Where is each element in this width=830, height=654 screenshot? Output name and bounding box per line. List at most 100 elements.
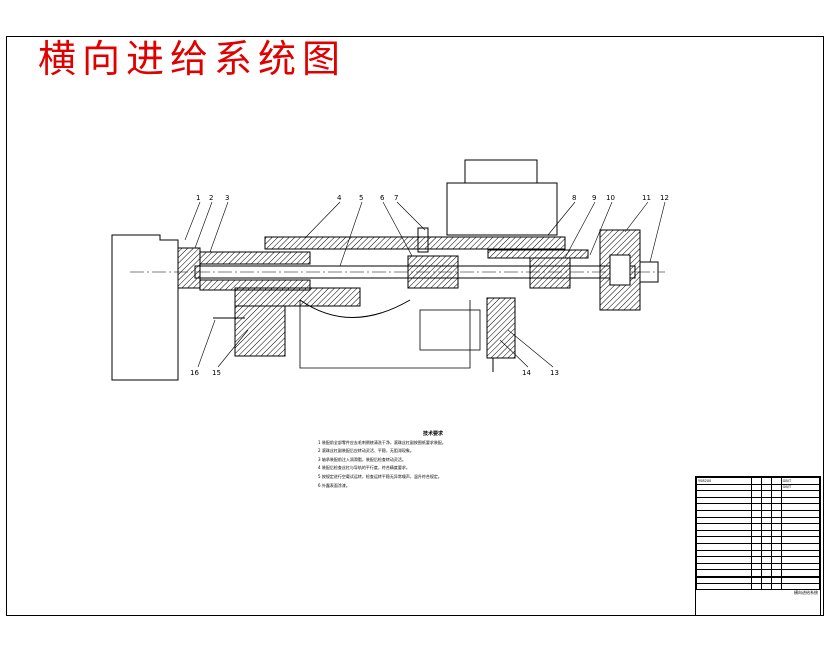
part-number: 2 xyxy=(209,194,213,202)
part-number: 9 xyxy=(592,194,596,202)
parts-list-cell xyxy=(770,529,782,538)
parts-list-cell xyxy=(750,523,762,531)
parts-list-row xyxy=(696,503,820,511)
parts-list-cell xyxy=(750,556,762,564)
parts-list-cell xyxy=(760,496,772,505)
leader-lines xyxy=(184,201,666,368)
parts-list-cell xyxy=(770,556,782,564)
parts-list-cell xyxy=(750,542,762,551)
parts-list-cell xyxy=(750,477,762,485)
parts-list-row xyxy=(696,582,820,591)
parts-list-cell xyxy=(770,477,782,485)
left-housing xyxy=(199,251,311,265)
parts-list-row: Y08200 GB/T xyxy=(696,477,820,485)
parts-list-row xyxy=(696,569,820,577)
part-number: 5 xyxy=(359,194,363,202)
parts-list-cell xyxy=(760,477,772,485)
parts-list-cell xyxy=(696,529,752,538)
right-bracket xyxy=(486,297,516,359)
parts-list-cell xyxy=(760,536,772,544)
parts-list-row xyxy=(696,490,820,498)
parts-list-row xyxy=(696,496,820,505)
parts-list-row xyxy=(696,509,820,518)
parts-list-cell xyxy=(770,483,782,492)
parts-list-cell xyxy=(750,503,762,511)
parts-list-row xyxy=(696,536,820,544)
parts-list-cell xyxy=(760,503,772,511)
parts-list-cell xyxy=(770,569,782,577)
note-line: 5 按规定进行空载试运转，检查运转平稳无异常噪声，温升符合规定。 xyxy=(318,473,442,479)
parts-list-cell xyxy=(696,536,752,544)
parts-list-cell xyxy=(760,490,772,498)
title-block-footer: 横向进给系统 xyxy=(696,577,820,615)
lower-plate xyxy=(234,287,361,307)
parts-list-cell xyxy=(760,529,772,538)
parts-list-row: GB/T xyxy=(696,483,820,492)
parts-list-cell xyxy=(750,496,762,505)
bed-curve xyxy=(299,299,411,318)
parts-list-cell xyxy=(780,549,820,558)
parts-list-cell xyxy=(780,569,820,577)
right-block xyxy=(419,309,481,351)
shaft-end xyxy=(639,261,659,283)
machine-bed xyxy=(111,234,179,381)
parts-list-cell xyxy=(780,536,820,544)
parts-list-row xyxy=(696,529,820,538)
parts-list-cell xyxy=(770,509,782,518)
note-line: 4 装配后检查丝杠与导轨的平行度，符合精度要求。 xyxy=(318,465,410,471)
drawing-frame xyxy=(6,36,824,616)
part-number: 3 xyxy=(225,194,229,202)
parts-list-cell xyxy=(750,509,762,518)
parts-list-cell xyxy=(780,509,820,518)
parts-list-cell xyxy=(780,503,820,511)
parts-list-cell xyxy=(750,490,762,498)
parts-list-cell xyxy=(750,516,762,525)
parts-list-cell xyxy=(696,549,752,558)
parts-list-row xyxy=(696,562,820,571)
note-line: 3 轴承装配前注入润滑脂，装配后检查转动灵活。 xyxy=(318,456,406,462)
part-number: 15 xyxy=(212,369,221,377)
parts-list-cell xyxy=(770,542,782,551)
parts-list-cell xyxy=(780,542,820,551)
parts-list-cell xyxy=(770,516,782,525)
parts-list-cell xyxy=(696,503,752,511)
parts-list-cell xyxy=(696,542,752,551)
ball-nut xyxy=(407,255,459,289)
coupling-inner xyxy=(609,254,631,286)
part-number: 14 xyxy=(522,369,531,377)
left-bearing xyxy=(177,247,201,289)
parts-list-cell xyxy=(760,562,772,571)
parts-list-cell xyxy=(750,529,762,538)
parts-list-cell xyxy=(760,542,772,551)
parts-list-cell: Y08200 xyxy=(696,477,752,485)
lower-bracket xyxy=(234,305,286,357)
parts-list-cell xyxy=(696,516,752,525)
part-number: 1 xyxy=(196,194,200,202)
parts-list-cell: GB/T xyxy=(780,477,820,485)
technical-notes: 技术要求 1 装配前全部零件应去毛刺倒棱清洗干净，滚珠丝杠副按图纸要求装配。 2… xyxy=(318,430,548,490)
parts-list-cell xyxy=(770,536,782,544)
coupling xyxy=(599,229,641,311)
parts-list-cell xyxy=(780,556,820,564)
part-number: 13 xyxy=(550,369,559,377)
part-number: 6 xyxy=(380,194,385,202)
parts-list-cell xyxy=(750,536,762,544)
note-line: 6 外露表面涂漆。 xyxy=(318,482,350,488)
parts-list-cell xyxy=(780,496,820,505)
part-number: 16 xyxy=(190,369,199,377)
note-line: 2 滚珠丝杠副装配后应转动灵活、平稳，无阻滞现象。 xyxy=(318,448,414,454)
slide-plate xyxy=(264,236,566,250)
parts-list-cell xyxy=(770,523,782,531)
parts-list-row xyxy=(696,542,820,551)
lower-guide xyxy=(299,300,471,369)
parts-list-cell xyxy=(696,496,752,505)
part-number: 4 xyxy=(337,194,342,202)
column xyxy=(464,159,538,184)
parts-list-cell xyxy=(780,490,820,498)
parts-list-cell xyxy=(760,556,772,564)
parts-list-row xyxy=(696,575,820,584)
parts-list-cell xyxy=(696,562,752,571)
parts-list-cell xyxy=(696,483,752,492)
